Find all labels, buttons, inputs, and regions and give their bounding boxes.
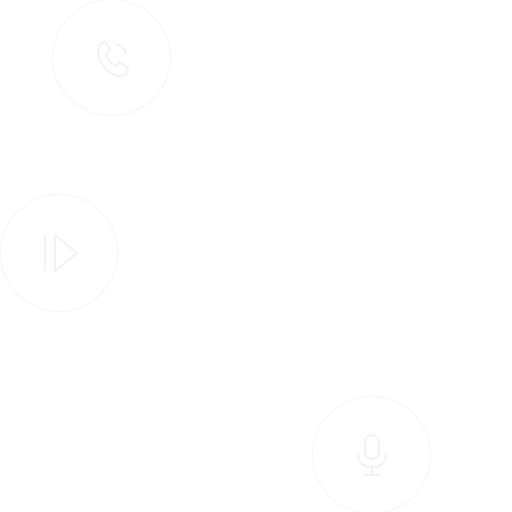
microphone-button[interactable] (313, 397, 430, 512)
phone-icon (82, 28, 142, 88)
microphone-icon (342, 425, 402, 485)
play-icon (29, 223, 89, 283)
play-button[interactable] (1, 195, 117, 311)
call-button[interactable] (53, 0, 170, 115)
